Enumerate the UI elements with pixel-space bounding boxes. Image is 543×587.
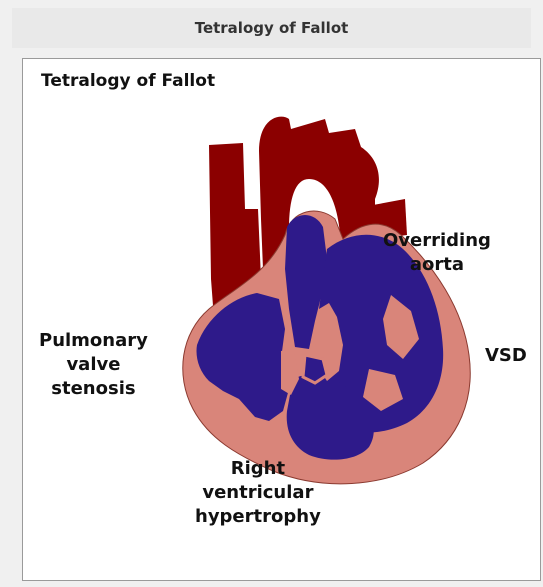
label-overriding-aorta-line1: Overriding [383,229,491,253]
label-pulmonary-line1: Pulmonary [39,329,148,353]
diagram-panel: Tetralogy of Fallot Overriding aort [22,58,541,581]
label-right-ventricular-hypertrophy: Right ventricular hypertrophy [195,457,321,529]
window-title: Tetralogy of Fallot [12,8,531,48]
label-overriding-aorta-line2: aorta [383,253,491,277]
label-overriding-aorta: Overriding aorta [383,229,491,277]
label-rvh-line2: ventricular [195,481,321,505]
label-vsd: VSD [485,344,527,368]
label-rvh-line3: hypertrophy [195,505,321,529]
label-pulmonary-line3: stenosis [39,377,148,401]
label-rvh-line1: Right [195,457,321,481]
vsd-defect [303,355,327,383]
label-pulmonary-line2: valve [39,353,148,377]
label-pulmonary-valve-stenosis: Pulmonary valve stenosis [39,329,148,401]
